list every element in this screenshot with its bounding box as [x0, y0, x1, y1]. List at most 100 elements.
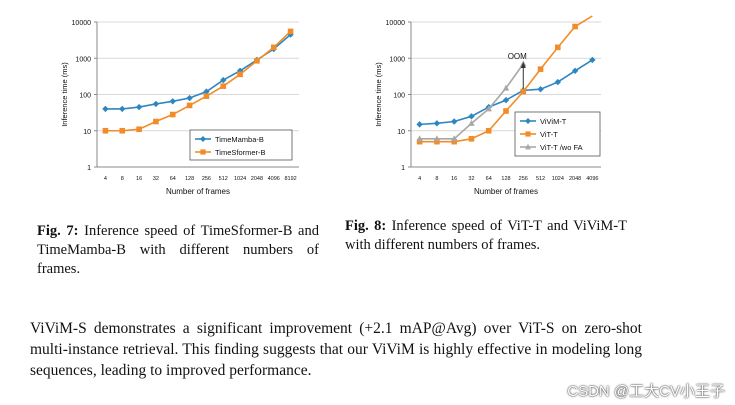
data-point-vit-t-wo-fa [485, 105, 492, 112]
data-point-vit-t [485, 127, 492, 134]
data-point-vit-t-wo-fa [502, 84, 510, 91]
legend-label-timesformer-b: TimeSformer-B [215, 148, 266, 157]
x-tick-label: 2048 [251, 176, 263, 182]
y-tick-label: 1 [87, 165, 91, 172]
data-point-timesformer-b [153, 118, 159, 125]
legend-label-timemamba-b: TimeMamba-B [215, 135, 264, 144]
data-point-timesformer-b [220, 83, 227, 89]
y-tick-label: 1000 [75, 56, 91, 63]
figure-8-chart: 1 10 100 1000 10000 4 8 16 32 64 128 256 512 1024 2048… [374, 15, 601, 196]
body-paragraph: ViViM-S demonstrates a significant impro… [30, 320, 642, 379]
x-tick-label: 512 [536, 176, 545, 182]
oom-annotation: OOM [508, 52, 527, 61]
x-tick-label: 2048 [569, 176, 581, 182]
data-point-vivim-t [416, 121, 423, 128]
x-tick-label: 8192 [284, 176, 296, 182]
figure-7-caption-text: Inference speed of TimeSformer-B and Tim… [37, 223, 319, 277]
data-point-vit-t-wo-fa [468, 119, 475, 126]
data-point-vit-t [555, 44, 561, 51]
data-point-timesformer-b [186, 102, 193, 109]
data-point-vivim-t [450, 118, 458, 125]
figure-7-chart: 1 10 100 1000 10000 4 8 16 32 64 128 256 512 1024 2048… [60, 20, 299, 196]
legend-marker-vit-t-wo-fa [525, 143, 531, 150]
x-tick-label: 64 [170, 176, 176, 182]
watermark: CSDN @工大CV小王子 [567, 383, 725, 400]
x-tick-label: 16 [136, 176, 142, 182]
data-point-vivim-t [589, 56, 596, 64]
data-point-vit-t [520, 88, 527, 95]
data-point-timesformer-b [203, 93, 210, 99]
series-line-timemamba-b [105, 33, 292, 110]
data-point-vivim-t [468, 113, 475, 120]
data-point-vivim-t [537, 86, 544, 93]
x-tick-label: 8 [121, 176, 124, 182]
y-tick-label: 1000 [389, 56, 405, 63]
y-tick-label: 10000 [386, 20, 406, 27]
legend-label-vit-t: ViT-T [540, 130, 558, 139]
data-point-timesformer-b [102, 127, 109, 134]
data-point-timesformer-b [287, 28, 294, 35]
x-tick-label: 128 [501, 176, 510, 182]
data-point-timesformer-b [254, 58, 260, 64]
x-tick-label: 16 [451, 176, 457, 182]
y-axis-title: Inference time (ms) [374, 62, 383, 127]
x-tick-label: 1024 [552, 176, 564, 182]
data-point-vivim-t [502, 96, 510, 104]
figure-7-caption: Fig. 7: Inference speed of TimeSformer-B… [37, 222, 319, 279]
legend-label-vit-t-wo-fa: ViT-T /wo FA [540, 143, 583, 152]
y-tick-label: 10000 [72, 20, 92, 27]
legend-marker-timemamba-b [200, 136, 206, 142]
x-tick-label: 4096 [586, 176, 598, 182]
x-tick-label: 4 [418, 176, 421, 182]
data-point-vivim-t [433, 120, 441, 127]
data-point-timesformer-b [119, 127, 126, 134]
x-tick-label: 256 [519, 176, 528, 182]
data-point-timemamba-b [135, 103, 143, 111]
x-tick-label: 256 [202, 176, 211, 182]
legend-label-vivim-t: ViViM-T [540, 117, 567, 126]
figure-8-caption-text: Inference speed of ViT-T and ViViM-T wit… [345, 218, 627, 253]
legend-marker-vivim-t [525, 118, 531, 124]
legend-box [189, 129, 293, 161]
data-point-vit-t-wo-fa [433, 135, 441, 142]
series-line-timesformer-b [105, 30, 292, 132]
data-point-timemamba-b [152, 100, 160, 108]
y-tick-label: 100 [79, 93, 91, 100]
y-tick-label: 1 [401, 165, 405, 172]
figure-8-caption: Fig. 8: Inference speed of ViT-T and ViV… [345, 217, 627, 255]
data-point-vit-t [416, 138, 423, 145]
y-axis-title: Inference time (ms) [60, 62, 69, 127]
data-point-timemamba-b [203, 88, 210, 95]
x-tick-label: 32 [153, 176, 159, 182]
data-point-vit-t [572, 23, 578, 30]
x-tick-label: 8 [435, 176, 438, 182]
data-point-timesformer-b [169, 111, 176, 118]
x-tick-label: 4096 [268, 176, 280, 182]
x-tick-label: 32 [468, 176, 474, 182]
x-tick-label: 4 [104, 176, 107, 182]
data-point-timesformer-b [270, 44, 277, 51]
data-point-vit-t-wo-fa [416, 135, 423, 142]
data-point-vit-t [451, 138, 457, 145]
data-point-timemamba-b [220, 76, 227, 84]
data-point-vit-t [537, 66, 544, 72]
x-axis-title: Number of frames [166, 187, 230, 196]
figure-8-caption-label: Fig. 8: [345, 218, 387, 234]
data-point-vit-t [503, 108, 509, 114]
legend-marker-timesformer-b [200, 149, 206, 155]
data-point-timesformer-b [237, 71, 243, 78]
oom-arrow-head [520, 62, 526, 68]
y-tick-label: 10 [83, 129, 91, 136]
figure-7-caption-label: Fig. 7: [37, 223, 79, 239]
data-point-vit-t-wo-fa [450, 135, 458, 142]
y-tick-label: 10 [397, 129, 405, 136]
x-tick-label: 1024 [234, 176, 246, 182]
y-tick-label: 100 [393, 93, 405, 100]
data-point-timemamba-b [102, 105, 109, 113]
x-tick-label: 512 [219, 176, 228, 182]
legend-marker-vit-t [525, 131, 531, 137]
x-axis-title: Number of frames [474, 187, 538, 196]
data-point-timemamba-b [186, 94, 193, 102]
x-tick-label: 128 [185, 176, 194, 182]
x-tick-label: 64 [486, 176, 492, 182]
